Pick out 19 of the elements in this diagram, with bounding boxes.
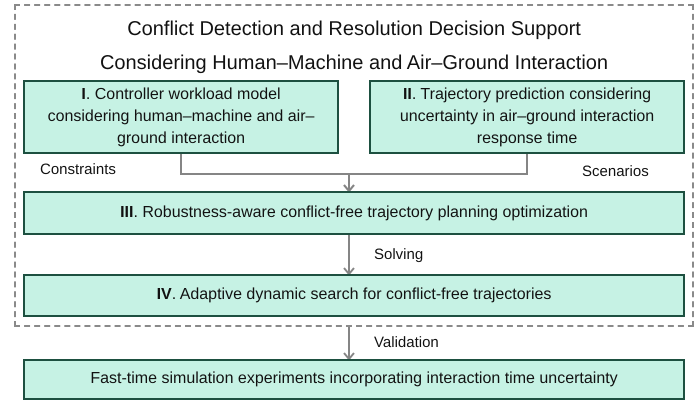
connector-arrow [343,235,355,275]
process-text: II. Trajectory prediction considering uncertainty in air–ground interaction response time [398,84,656,150]
process-text: Fast-time simulation experiments incorporating interaction time uncertainty [89,369,619,390]
group-heading: Conflict Detection and Resolution Decision Support Considering Human–Machine and Air–Ground Interaction [98,17,610,76]
process-box [23,359,685,400]
dashed-group-frame [14,4,694,327]
process-text: I. Controller workload model considering human–machine and air–ground interaction [46,84,316,150]
flow-label: Constraints [40,161,116,178]
process-text: III. Robustness-aware conflict-free trajectory planning optimization [119,202,589,223]
process-box [23,274,685,317]
edge-label: Solving [374,246,424,262]
connector-arrow [343,327,355,360]
flow-label: Scenarios [582,163,649,180]
process-box [369,80,685,154]
process-box [23,191,685,235]
process-box [23,80,339,154]
process-text: IV. Adaptive dynamic search for conflict-free trajectories [156,285,552,306]
connector-arrow [343,154,528,192]
edge-label: Validation [374,334,439,351]
